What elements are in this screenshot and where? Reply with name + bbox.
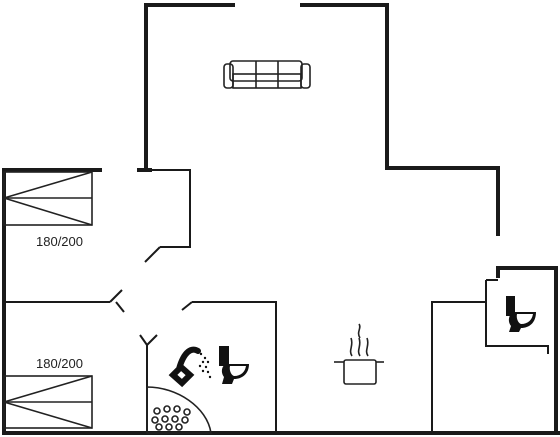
toilet-icon	[506, 296, 536, 332]
door-bedroom-leaf-a	[109, 289, 123, 303]
wall-closet	[150, 169, 191, 248]
bed-size-label-top: 180/200	[36, 234, 83, 249]
wall-wc-east	[485, 280, 549, 354]
interior-walls	[4, 169, 549, 433]
whirlpool-icon	[146, 386, 212, 434]
door-bathroom-leaf	[181, 301, 193, 311]
door-closet-leaf	[144, 246, 161, 263]
sofa-icon	[223, 60, 311, 89]
wall-bathroom	[192, 301, 277, 433]
shower-icon	[168, 346, 212, 388]
wall-living-left-top	[144, 3, 235, 170]
door-bath-leaf-b	[146, 334, 158, 346]
toilet-icon	[219, 346, 249, 384]
walls	[2, 3, 560, 435]
wall-living-right-top	[300, 3, 500, 236]
door-bedroom-leaf-b	[115, 301, 125, 313]
door-bath-leaf-a	[139, 334, 148, 346]
wall-east	[496, 266, 558, 278]
cooking-pot-icon	[334, 323, 384, 385]
wall-east-room	[431, 301, 486, 433]
bed-size-label-bottom: 180/200	[36, 356, 83, 371]
bed-icon	[3, 171, 93, 226]
bed-icon	[3, 375, 93, 429]
